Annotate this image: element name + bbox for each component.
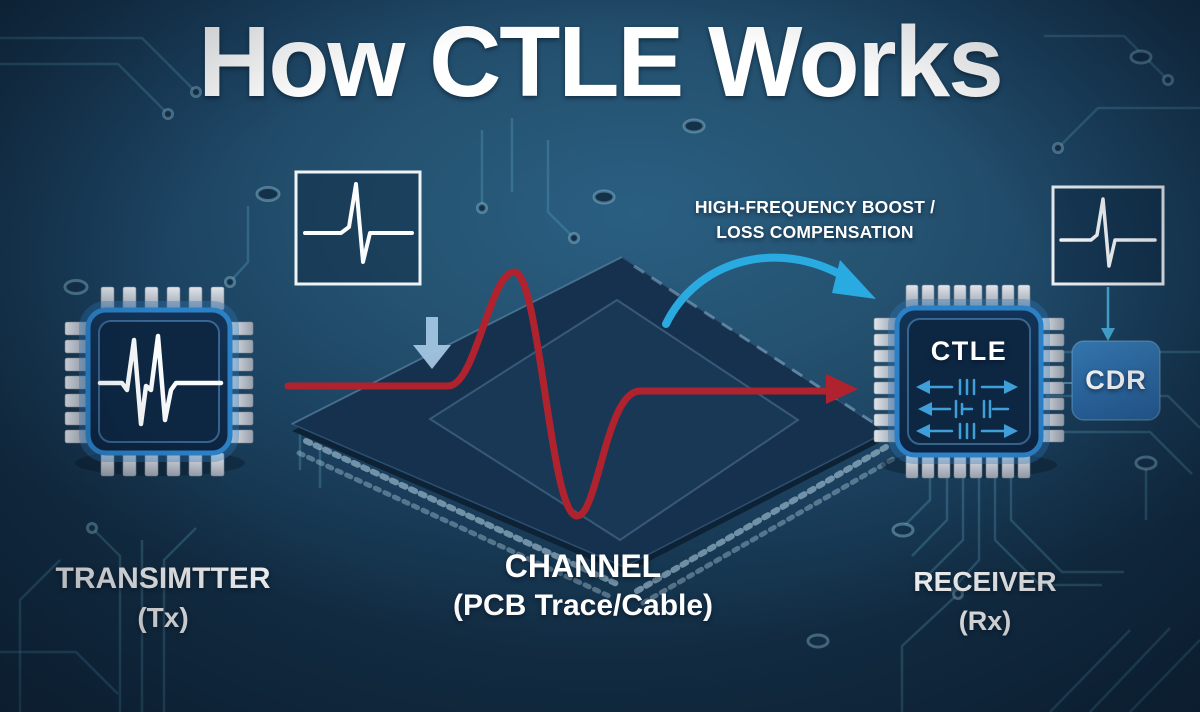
transmitter-label-line2: (Tx) — [137, 602, 189, 633]
receiver-label-line1: RECEIVER — [913, 566, 1057, 597]
transmitter-label-line1: TRANSIMTTER — [55, 562, 271, 595]
transmitter-chip — [64, 286, 254, 477]
receiver-label: RECEIVER (Rx) — [865, 566, 1105, 637]
receiver-label-line2: (Rx) — [958, 606, 1012, 636]
page-title: How CTLE Works — [198, 6, 1004, 118]
receiver-chip — [873, 284, 1065, 479]
cdr-block-label: CDR — [1085, 365, 1147, 395]
channel-label: CHANNEL (PCB Trace/Cable) — [413, 548, 753, 623]
channel-label-line2: (PCB Trace/Cable) — [452, 589, 714, 622]
channel-label-line1: CHANNEL — [504, 548, 662, 584]
ctle-block-label: CTLE — [930, 336, 1008, 366]
boost-annotation: HIGH-FREQUENCY BOOST / LOSS COMPENSATION — [650, 195, 980, 245]
transmitter-label: TRANSIMTTER (Tx) — [43, 562, 283, 634]
boost-annotation-line2: LOSS COMPENSATION — [716, 221, 914, 242]
tx-reference-waveform-box — [294, 170, 422, 286]
rx-reference-waveform-box — [1051, 185, 1165, 286]
boost-annotation-line1: HIGH-FREQUENCY BOOST / — [694, 197, 936, 217]
